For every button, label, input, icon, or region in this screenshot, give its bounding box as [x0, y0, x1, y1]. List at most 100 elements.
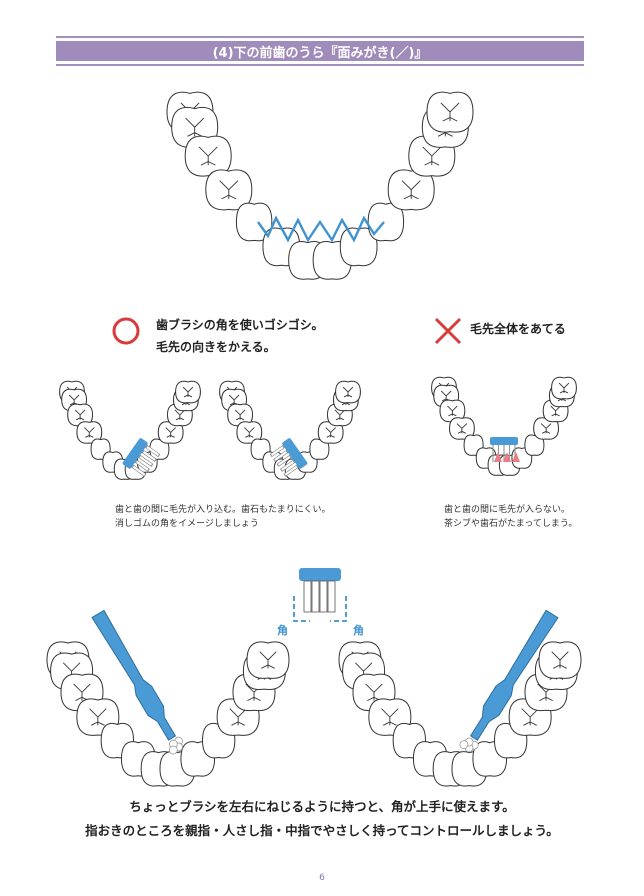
bad-note-line-2: 茶シブや歯石がたまってしまう。 [444, 519, 578, 529]
good-line-2: 毛先の向きをかえる。 [156, 340, 276, 354]
circle-icon [112, 317, 140, 345]
small-brush-good-1 [122, 438, 161, 477]
tooth [227, 403, 254, 427]
bottom-arch-right [338, 641, 582, 787]
tooth [312, 241, 352, 280]
tooth [59, 380, 85, 404]
good-note: 歯と歯の間に毛先が入り込む。歯石もたまりにくい。 消しゴムの角をイメージしましょ… [115, 503, 331, 531]
tooth [352, 673, 396, 712]
tooth [335, 380, 361, 404]
tooth [392, 722, 426, 759]
tooth [432, 751, 469, 787]
section-title: (4)下の前歯のうら『面みがき(／)』 [56, 41, 584, 61]
tooth [339, 227, 378, 267]
tooth [100, 722, 134, 759]
tooth [46, 641, 90, 679]
tooth [67, 403, 94, 427]
tooth [159, 751, 196, 787]
tooth [498, 454, 521, 476]
tooth [475, 447, 497, 469]
tooth [205, 169, 253, 211]
small-brush-bad [490, 437, 520, 462]
small-arch-good-2 [219, 380, 361, 480]
good-method-text: 歯ブラシの角を使いゴシゴシ。 毛先の向きをかえる。 [156, 314, 324, 358]
tooth [273, 458, 296, 480]
tooth [246, 641, 290, 679]
tooth [431, 376, 457, 400]
good-line-1: 歯ブラシの角を使いゴシゴシ。 [156, 318, 324, 332]
tooth [367, 202, 405, 242]
small-brush-good-2 [269, 438, 308, 477]
big-brush-left [91, 609, 183, 755]
tooth [487, 454, 510, 476]
tooth [472, 741, 508, 777]
cross-icon [434, 317, 462, 345]
tooth [113, 458, 136, 480]
tooth [124, 458, 147, 480]
good-note-line-2: 消しゴムの角をイメージしましょう [115, 519, 259, 529]
main-arch [166, 91, 474, 280]
tooth [333, 388, 359, 412]
tooth [166, 403, 193, 427]
tooth [76, 421, 103, 444]
small-arch-bad [431, 376, 577, 476]
tooth [551, 376, 577, 400]
tooth [284, 458, 307, 480]
tooth [317, 421, 344, 444]
tooth [61, 388, 87, 412]
tooth [76, 698, 120, 736]
corner-label-right: 角 [353, 624, 364, 637]
tooth [533, 417, 559, 440]
small-arch-good-1 [59, 380, 201, 480]
tooth [242, 652, 286, 691]
tooth [102, 451, 124, 473]
tooth [548, 384, 575, 408]
tooth [60, 673, 104, 712]
tooth [175, 380, 201, 404]
tooth [157, 421, 184, 444]
corner-label-left: 角 [277, 624, 288, 637]
tooth [262, 451, 284, 473]
tooth [173, 388, 199, 412]
page-number: 6 [319, 873, 325, 883]
tooth [451, 751, 488, 787]
caption-line-2: 指おきのところを親指・人さし指・中指でやさしく持ってコントロールしましょう。 [85, 823, 559, 838]
bad-note: 歯と歯の間に毛先が入らない。 茶シブや歯石がたまってしまう。 [444, 503, 577, 531]
tooth [232, 673, 276, 712]
tooth [342, 652, 386, 691]
tooth [288, 241, 328, 280]
bad-method-text: 毛先全体をあてる [470, 322, 566, 336]
tooth [50, 652, 94, 691]
tooth [421, 106, 469, 148]
tooth [180, 741, 216, 777]
brush-head-diagram [293, 568, 347, 622]
tooth [235, 202, 273, 242]
good-note-line-1: 歯と歯の間に毛先が入り込む。歯石もたまりにくい。 [115, 505, 331, 515]
tooth [449, 417, 475, 440]
tooth [216, 698, 260, 736]
tooth [120, 741, 156, 777]
tooth [534, 652, 578, 691]
tooth [236, 421, 263, 444]
tooth [542, 399, 569, 423]
section-header: (4)下の前歯のうら『面みがき(／)』 [56, 36, 584, 66]
tooth [368, 698, 412, 736]
tooth [508, 698, 552, 736]
caption-line-1: ちょっとブラシを左右にねじるように持つと、角が上手に使えます。 [129, 799, 515, 814]
tooth [250, 438, 271, 460]
tooth [171, 106, 219, 148]
tooth [166, 91, 214, 133]
tooth [412, 741, 448, 777]
bad-note-line-1: 歯と歯の間に毛先が入らない。 [444, 505, 571, 515]
tooth [439, 399, 466, 423]
tooth [184, 135, 232, 177]
tooth [140, 751, 177, 787]
tooth [296, 451, 318, 473]
tooth [426, 91, 474, 133]
brush-motion-zigzag [257, 215, 385, 243]
tooth [149, 438, 170, 460]
tooth [524, 673, 568, 712]
tooth [433, 384, 460, 408]
